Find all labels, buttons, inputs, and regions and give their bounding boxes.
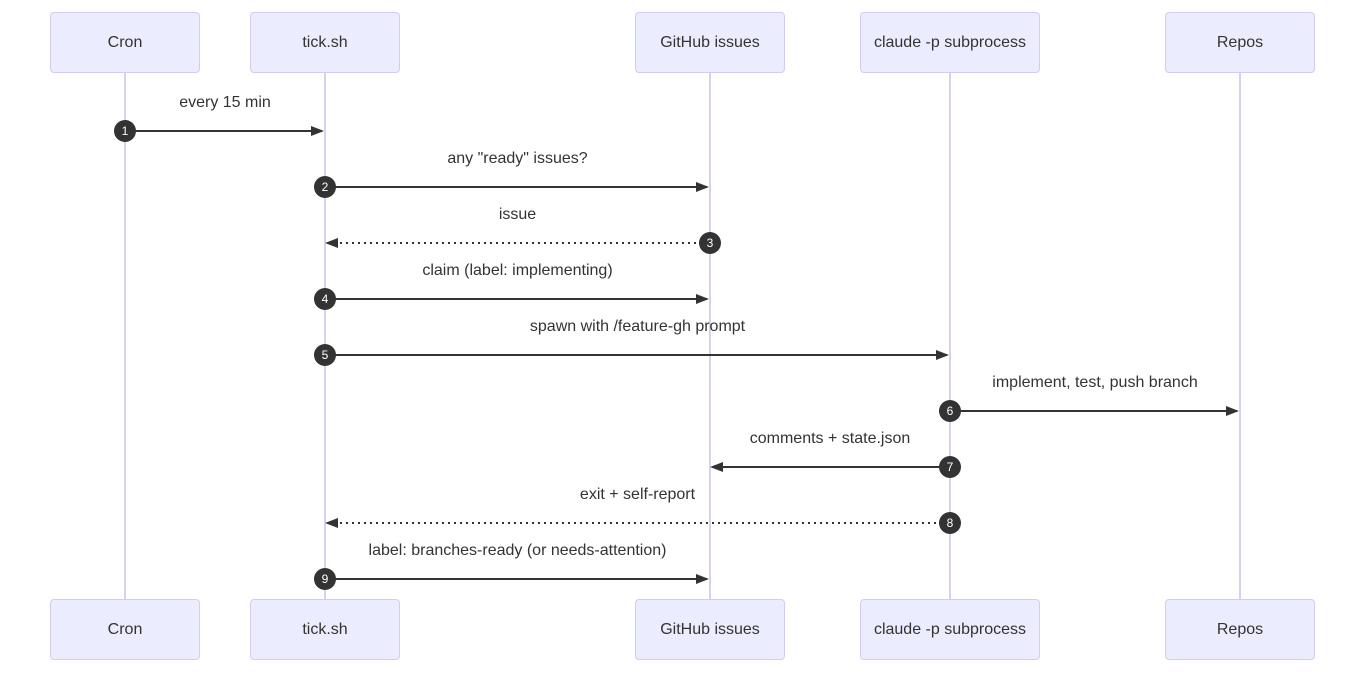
actor-bottom-repos: Repos bbox=[1165, 599, 1315, 660]
actor-bottom-cron: Cron bbox=[50, 599, 200, 660]
message-label: exit + self-report bbox=[579, 486, 696, 503]
message-line bbox=[125, 130, 322, 132]
message-arrowhead-icon bbox=[696, 574, 709, 584]
message-label: comments + state.json bbox=[749, 430, 911, 447]
message-line bbox=[713, 466, 950, 468]
actor-label: Repos bbox=[1216, 33, 1264, 51]
actor-top-repos: Repos bbox=[1165, 12, 1315, 73]
sequence-number-badge: 8 bbox=[939, 512, 961, 534]
sequence-number-badge: 2 bbox=[314, 176, 336, 198]
sequence-number-badge: 5 bbox=[314, 344, 336, 366]
message-label: label: branches-ready (or needs-attentio… bbox=[368, 542, 667, 559]
message-label: implement, test, push branch bbox=[992, 374, 1198, 391]
message-arrowhead-icon bbox=[1226, 406, 1239, 416]
actor-label: GitHub issues bbox=[660, 620, 760, 638]
message-line bbox=[325, 298, 707, 300]
lifeline-tick-sh bbox=[324, 73, 326, 600]
message-line bbox=[328, 522, 950, 524]
sequence-number-badge: 4 bbox=[314, 288, 336, 310]
sequence-number-badge: 9 bbox=[314, 568, 336, 590]
message-label: any "ready" issues? bbox=[447, 150, 588, 167]
sequence-number-badge: 7 bbox=[939, 456, 961, 478]
actor-label: tick.sh bbox=[302, 620, 348, 638]
message-label: every 15 min bbox=[179, 94, 271, 111]
actor-label: GitHub issues bbox=[660, 33, 760, 51]
lifeline-github-issues bbox=[709, 73, 711, 600]
message-arrowhead-icon bbox=[936, 350, 949, 360]
sequence-number-badge: 3 bbox=[699, 232, 721, 254]
actor-top-tick-sh: tick.sh bbox=[250, 12, 400, 73]
message-line bbox=[328, 242, 710, 244]
actor-label: Cron bbox=[107, 33, 143, 51]
message-arrowhead-icon bbox=[696, 182, 709, 192]
message-arrowhead-icon bbox=[325, 518, 338, 528]
sequence-number-badge: 1 bbox=[114, 120, 136, 142]
message-arrowhead-icon bbox=[696, 294, 709, 304]
actor-top-claude-p-subprocess: claude -p subprocess bbox=[860, 12, 1040, 73]
actor-bottom-claude-p-subprocess: claude -p subprocess bbox=[860, 599, 1040, 660]
actor-label: claude -p subprocess bbox=[873, 33, 1027, 51]
message-line bbox=[950, 410, 1237, 412]
actor-label: claude -p subprocess bbox=[873, 620, 1027, 638]
sequence-number-badge: 6 bbox=[939, 400, 961, 422]
message-label: issue bbox=[498, 206, 537, 223]
message-label: claim (label: implementing) bbox=[422, 262, 613, 279]
actor-top-cron: Cron bbox=[50, 12, 200, 73]
actor-label: Cron bbox=[107, 620, 143, 638]
lifeline-claude-p-subprocess bbox=[949, 73, 951, 600]
actor-bottom-github-issues: GitHub issues bbox=[635, 599, 785, 660]
actor-bottom-tick-sh: tick.sh bbox=[250, 599, 400, 660]
actor-label: tick.sh bbox=[302, 33, 348, 51]
lifeline-repos bbox=[1239, 73, 1241, 600]
message-arrowhead-icon bbox=[325, 238, 338, 248]
actor-label: Repos bbox=[1216, 620, 1264, 638]
lifeline-cron bbox=[124, 73, 126, 600]
message-line bbox=[325, 186, 707, 188]
message-line bbox=[325, 578, 707, 580]
message-line bbox=[325, 354, 947, 356]
message-arrowhead-icon bbox=[311, 126, 324, 136]
message-label: spawn with /feature-gh prompt bbox=[529, 318, 746, 335]
message-arrowhead-icon bbox=[710, 462, 723, 472]
actor-top-github-issues: GitHub issues bbox=[635, 12, 785, 73]
